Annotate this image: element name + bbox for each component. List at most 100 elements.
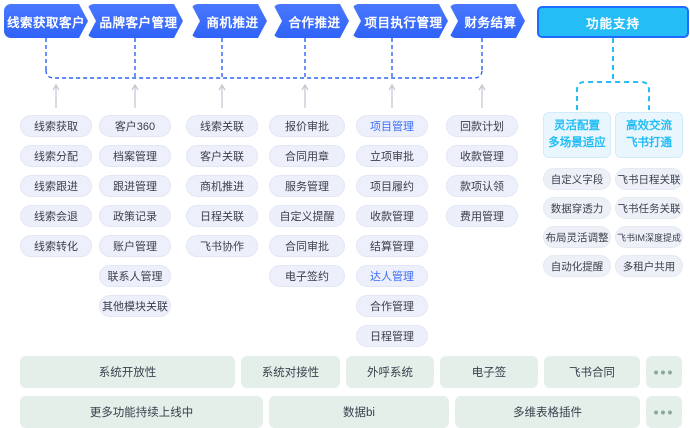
feature-pill-label: 合同用章 [285, 151, 329, 163]
feature-pill[interactable]: 合同用章 [269, 145, 345, 167]
footer-box[interactable]: 电子签 [440, 356, 538, 388]
feature-pill-label: 线索跟进 [34, 181, 78, 193]
flow-stage-1[interactable]: 品牌客户管理 [87, 4, 183, 38]
support-badge[interactable]: 功能支持 [537, 6, 689, 38]
feature-pill[interactable]: 线索关联 [186, 115, 258, 137]
support-pill-label: 数据穿透力 [550, 202, 604, 215]
support-pill[interactable]: 自动化提醒 [543, 255, 611, 277]
support-pill-label: 布局灵活调整 [545, 231, 609, 244]
footer-box[interactable]: 外呼系统 [346, 356, 434, 388]
flow-stage-label: 合作推进 [288, 15, 341, 30]
feature-pill[interactable]: 客户关联 [186, 145, 258, 167]
support-pill[interactable]: 数据穿透力 [543, 197, 611, 219]
footer-box[interactable]: 系统开放性 [20, 356, 235, 388]
feature-pill-label: 账户管理 [113, 241, 157, 253]
feature-pill[interactable]: 商机推进 [186, 175, 258, 197]
support-group-title-line1: 高效交流 [626, 120, 672, 133]
support-pill-label: 飞书任务关联 [617, 202, 681, 215]
feature-pill-label: 客户360 [114, 121, 156, 133]
flow-stage-label: 项目执行管理 [364, 15, 443, 30]
support-pill[interactable]: 飞书日程关联 [615, 168, 683, 190]
feature-pill-label: 收款管理 [370, 211, 414, 223]
feature-pill[interactable]: 合作管理 [356, 295, 428, 317]
support-group-title-line2: 多场景适应 [548, 137, 606, 149]
feature-pill[interactable]: 款项认领 [446, 175, 518, 197]
support-pill[interactable]: 多租户共用 [615, 255, 683, 277]
feature-pill[interactable]: 报价审批 [269, 115, 345, 137]
support-pill[interactable]: 飞书任务关联 [615, 197, 683, 219]
feature-pill[interactable]: 结算管理 [356, 235, 428, 257]
support-pill[interactable]: 自定义字段 [543, 168, 611, 190]
feature-pill-label: 线索会退 [34, 211, 78, 223]
feature-pill[interactable]: 客户360 [99, 115, 171, 137]
feature-pill-label: 项目履约 [370, 181, 414, 193]
feature-pill[interactable]: 回款计划 [446, 115, 518, 137]
feature-pill-label: 日程管理 [370, 331, 414, 343]
flow-stage-3[interactable]: 合作推进 [273, 4, 349, 38]
footer-box-label: 系统开放性 [98, 367, 157, 379]
footer-box-label: 数据bi [343, 407, 375, 419]
footer-box[interactable]: 更多功能持续上线中 [20, 396, 263, 428]
feature-pill-label: 合同审批 [285, 241, 329, 253]
feature-pill[interactable]: 飞书协作 [186, 235, 258, 257]
feature-pill[interactable]: 联系人管理 [99, 265, 171, 287]
ellipsis-icon: ••• [653, 364, 675, 380]
support-pill-label: 多租户共用 [622, 260, 676, 273]
ellipsis-icon: ••• [653, 404, 675, 420]
support-pill-label: 飞书日程关联 [617, 173, 681, 186]
feature-pill[interactable]: 电子签约 [269, 265, 345, 287]
feature-pill[interactable]: 跟进管理 [99, 175, 171, 197]
support-badge-label: 功能支持 [585, 16, 640, 31]
flow-stage-label: 商机推进 [206, 15, 259, 30]
feature-pill[interactable]: 线索获取 [20, 115, 92, 137]
feature-pill[interactable]: 日程关联 [186, 205, 258, 227]
feature-pill[interactable]: 线索会退 [20, 205, 92, 227]
feature-pill-label: 客户关联 [200, 151, 244, 163]
feature-pill-label: 结算管理 [370, 241, 414, 253]
feature-pill[interactable]: 费用管理 [446, 205, 518, 227]
footer-box[interactable]: 数据bi [269, 396, 449, 428]
footer-box[interactable]: 飞书合同 [544, 356, 640, 388]
footer-box-label: 外呼系统 [367, 367, 413, 379]
feature-pill[interactable]: 账户管理 [99, 235, 171, 257]
footer-box-label: 多维表格插件 [513, 407, 582, 419]
feature-pill-label: 日程关联 [200, 211, 244, 223]
support-group-header[interactable]: 灵活配置多场景适应 [543, 112, 611, 158]
flow-stage-label: 财务结算 [464, 15, 517, 30]
feature-pill[interactable]: 立项审批 [356, 145, 428, 167]
support-pill[interactable]: 飞书IM深度提成 [615, 226, 683, 248]
feature-pill-label: 线索关联 [200, 121, 244, 133]
feature-pill[interactable]: 服务管理 [269, 175, 345, 197]
footer-more-button[interactable]: ••• [646, 396, 682, 428]
feature-pill-label: 回款计划 [460, 121, 504, 133]
feature-pill[interactable]: 自定义提醒 [269, 205, 345, 227]
feature-pill[interactable]: 项目管理 [356, 115, 428, 137]
feature-pill-label: 达人管理 [370, 271, 414, 283]
feature-pill[interactable]: 日程管理 [356, 325, 428, 347]
feature-pill-label: 联系人管理 [107, 271, 163, 283]
footer-box[interactable]: 系统对接性 [241, 356, 340, 388]
feature-pill[interactable]: 线索跟进 [20, 175, 92, 197]
support-group-header[interactable]: 高效交流飞书打通 [615, 112, 683, 158]
support-pill[interactable]: 布局灵活调整 [543, 226, 611, 248]
flow-stage-4[interactable]: 项目执行管理 [352, 4, 448, 38]
feature-pill[interactable]: 合同审批 [269, 235, 345, 257]
feature-pill-label: 费用管理 [460, 211, 504, 223]
feature-pill-label: 飞书协作 [200, 241, 244, 253]
feature-pill[interactable]: 线索分配 [20, 145, 92, 167]
feature-pill[interactable]: 收款管理 [446, 145, 518, 167]
feature-pill[interactable]: 线索转化 [20, 235, 92, 257]
footer-box[interactable]: 多维表格插件 [455, 396, 640, 428]
feature-pill[interactable]: 档案管理 [99, 145, 171, 167]
flow-stage-5[interactable]: 财务结算 [449, 4, 525, 38]
flow-stage-0[interactable]: 线索获取客户 [4, 4, 88, 38]
feature-pill[interactable]: 项目履约 [356, 175, 428, 197]
feature-pill[interactable]: 收款管理 [356, 205, 428, 227]
support-pill-label: 自定义字段 [550, 173, 604, 186]
feature-pill[interactable]: 达人管理 [356, 265, 428, 287]
feature-pill[interactable]: 其他模块关联 [99, 295, 171, 317]
footer-more-button[interactable]: ••• [646, 356, 682, 388]
feature-pill-label: 线索转化 [34, 241, 78, 253]
flow-stage-2[interactable]: 商机推进 [191, 4, 267, 38]
feature-pill[interactable]: 政策记录 [99, 205, 171, 227]
